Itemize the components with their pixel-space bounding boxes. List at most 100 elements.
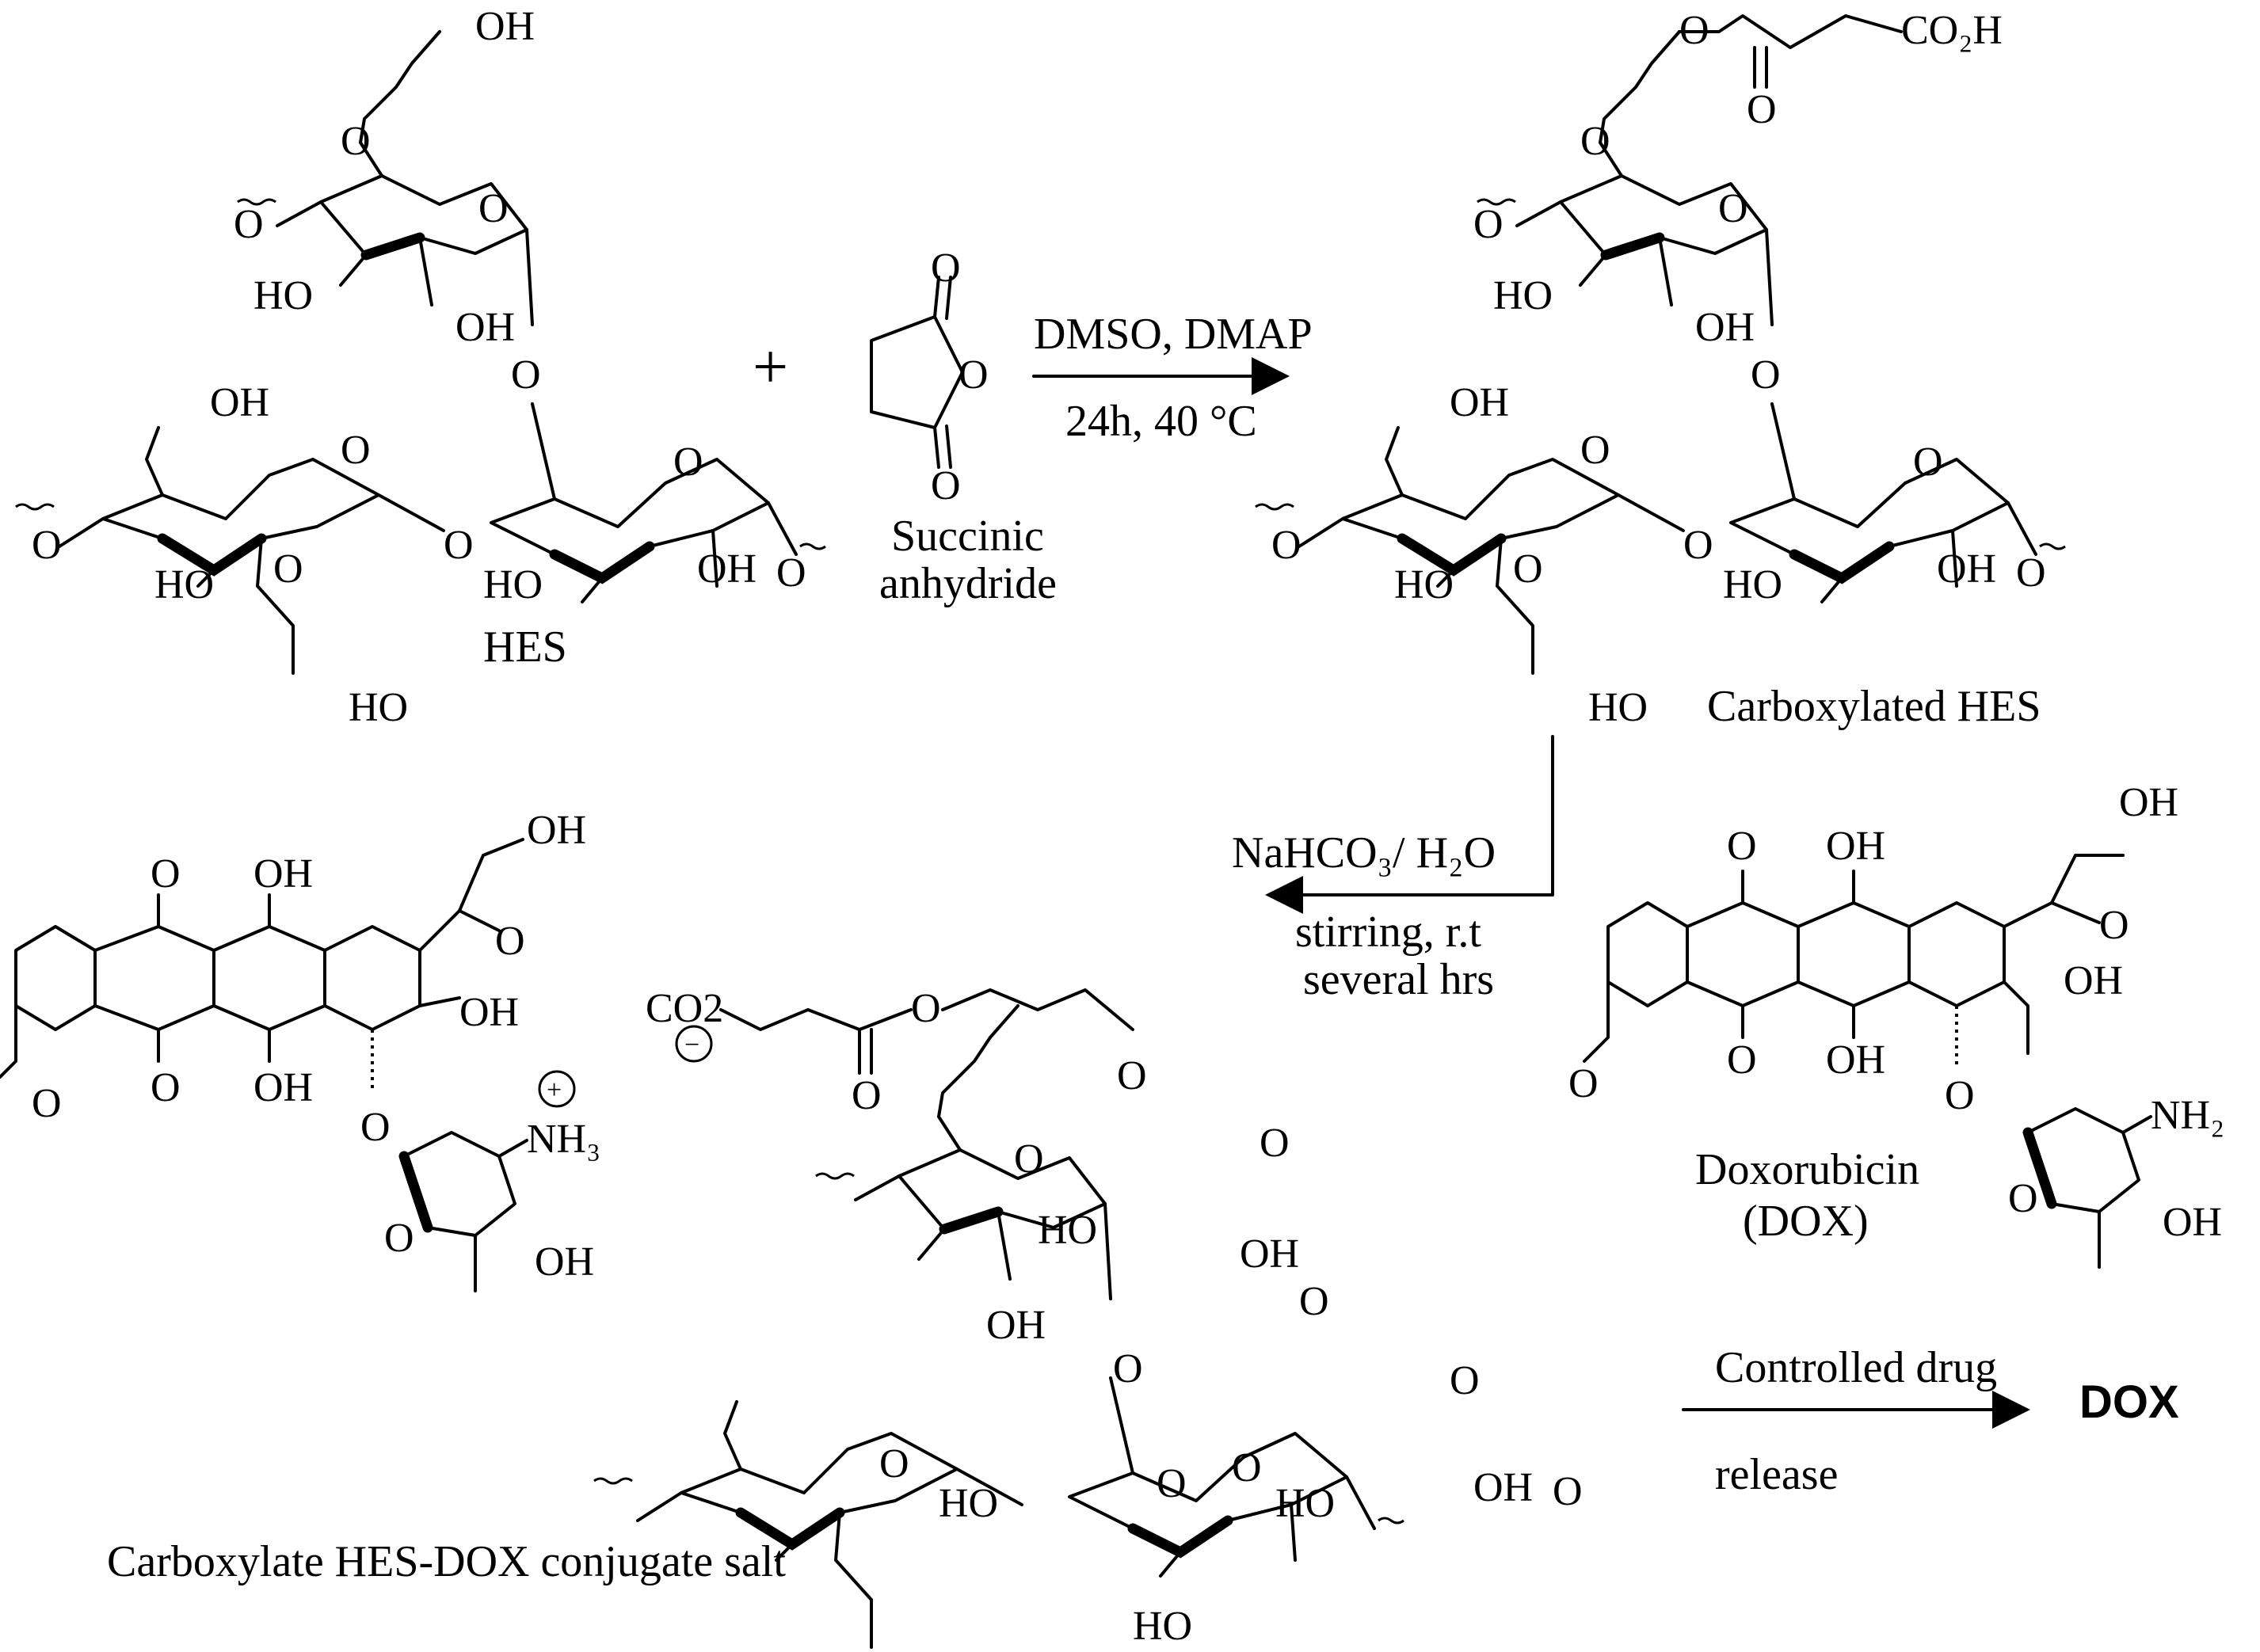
- chb-ring-o-br: O: [1913, 440, 1943, 485]
- conj-o-glycosidic: O: [1299, 1279, 1329, 1324]
- hes-ho-4: HO: [154, 562, 214, 607]
- hes-oh-6: OH: [697, 546, 757, 592]
- dox-oh-4: OH: [2163, 1200, 2222, 1245]
- chb-o-link: O: [1580, 119, 1610, 164]
- conj-ho-1: HO: [1038, 1208, 1097, 1253]
- conj-ho-7: HO: [1133, 1604, 1192, 1649]
- dox-released-label: DOX: [2079, 1376, 2179, 1428]
- hes-o-chain-left: O: [32, 523, 62, 568]
- salt-positive-charge: +: [547, 1075, 562, 1105]
- succinic-label-2: anhydride: [879, 559, 1057, 608]
- dox-oh-2: OH: [2064, 958, 2123, 1003]
- hes-o-glycosidic: O: [511, 352, 541, 398]
- hes-ho-7: HO: [349, 685, 408, 730]
- conj-ring-o-bl: O: [1113, 1346, 1143, 1391]
- dox-o-1: O: [1727, 824, 1757, 869]
- hes-ring-o-top: O: [478, 186, 509, 231]
- succinyl-chain: [1678, 14, 1903, 49]
- dox-oh-1: OH: [1826, 824, 1885, 869]
- chb-o-bridge: O: [1683, 523, 1713, 568]
- chb-ring-o-top: O: [1718, 186, 1748, 231]
- hes-ring-o-bl: O: [341, 428, 371, 473]
- step3-conditions-1: Controlled drug: [1715, 1343, 1997, 1392]
- conj-negative-charge: −: [684, 1030, 699, 1060]
- hes-oh-3: OH: [210, 380, 269, 425]
- step1-conditions-1: DMSO, DMAP: [1034, 310, 1313, 359]
- salt-oh-2: OH: [459, 990, 519, 1035]
- step2-conditions-1: stirring, r.t: [1295, 908, 1481, 957]
- conj-oh-3: OH: [986, 1303, 1046, 1348]
- conj-co2: CO2: [646, 986, 723, 1031]
- carboxylate-succinyl-chain: [719, 1008, 913, 1031]
- conj-o-ester: O: [911, 986, 941, 1031]
- step1-conditions-2: 24h, 40 °C: [1065, 397, 1257, 446]
- conj-o-chain-left: O: [879, 1441, 909, 1486]
- conj-ring-o-top: O: [1260, 1121, 1290, 1166]
- salt-positive-charge-circle: [538, 1070, 576, 1108]
- dox-salt-structure: [0, 838, 528, 1292]
- salt-nh3: NH₃: [527, 1117, 600, 1162]
- conj-o-link: O: [1117, 1053, 1147, 1098]
- chb-o-chain-left: O: [1271, 523, 1302, 568]
- hes-ring-o-br: O: [673, 440, 703, 485]
- plus-sign: +: [753, 333, 788, 402]
- chb-o-glycosidic: O: [1751, 352, 1781, 398]
- arrow-step2: [1265, 735, 1554, 914]
- hes-oh-top: OH: [475, 4, 535, 49]
- dox-o-methoxy: O: [1568, 1061, 1599, 1106]
- chb-o-carbonyl: O: [1747, 87, 1777, 132]
- salt-oh-1: OH: [253, 851, 313, 896]
- step2-reagent: NaHCO₃/ H₂O: [1232, 828, 1496, 877]
- conj-o-bridge: O: [1232, 1445, 1262, 1490]
- anhydride-o-top: O: [931, 246, 961, 291]
- conj-o-ethyl: O: [1157, 1461, 1187, 1506]
- succinic-anhydride-structure: [870, 276, 964, 469]
- salt-o-glycoside: O: [360, 1105, 391, 1150]
- salt-oh-side: OH: [527, 808, 586, 853]
- chb-oh-3: OH: [1450, 380, 1509, 425]
- doxorubicin-structure: [1583, 854, 2152, 1269]
- chb-o-ethyl: O: [1513, 546, 1543, 592]
- step2-conditions-2: several hrs: [1303, 955, 1494, 1004]
- dox-o-glycoside: O: [1945, 1073, 1975, 1118]
- conj-ring-o-br: O: [1450, 1358, 1480, 1403]
- chb-o-left: O: [1473, 202, 1503, 247]
- hes-o-bridge: O: [444, 523, 474, 568]
- chb-ring-o-bl: O: [1580, 428, 1610, 473]
- hes-label: HES: [483, 622, 567, 672]
- hes-o-link: O: [341, 119, 371, 164]
- hes-ho-1: HO: [253, 273, 313, 318]
- dox-nh2: NH₂: [2151, 1093, 2224, 1138]
- conj-oh-6: OH: [1473, 1465, 1533, 1510]
- conj-oh-2: OH: [1240, 1231, 1299, 1277]
- chb-oh-6: OH: [1937, 546, 1996, 592]
- hes-oh-2: OH: [455, 305, 515, 350]
- chb-o-ester: O: [1679, 8, 1709, 53]
- salt-oh-3: OH: [253, 1065, 313, 1110]
- conj-o-left: O: [1014, 1136, 1044, 1182]
- hes-o-left: O: [234, 202, 264, 247]
- chb-oh-2: OH: [1695, 305, 1755, 350]
- salt-o-keto: O: [495, 919, 525, 964]
- dox-oh-side: OH: [2119, 780, 2178, 825]
- hes-ho-5: HO: [483, 562, 543, 607]
- chb-ho-4: HO: [1394, 562, 1454, 607]
- salt-o-1: O: [151, 851, 181, 896]
- salt-oh-4: OH: [535, 1239, 594, 1285]
- doxorubicin-label-2: (DOX): [1743, 1197, 1869, 1246]
- salt-o-methoxy: O: [32, 1081, 62, 1126]
- conj-ho-4: HO: [939, 1481, 998, 1526]
- chb-ho-5: HO: [1723, 562, 1782, 607]
- conj-o-chain-right: O: [1553, 1469, 1583, 1514]
- chb-o-chain-right: O: [2016, 550, 2046, 596]
- dox-ring-o: O: [2008, 1176, 2038, 1221]
- anhydride-o-bottom: O: [931, 463, 961, 508]
- hes-o-chain-right: O: [776, 550, 806, 596]
- chb-ho-7: HO: [1588, 685, 1648, 730]
- salt-ring-o: O: [384, 1216, 414, 1261]
- dox-o-2: O: [1727, 1037, 1757, 1083]
- succinic-label-1: Succinic: [891, 512, 1044, 561]
- dox-o-keto: O: [2099, 903, 2129, 948]
- conj-negative-charge-circle: [675, 1025, 713, 1063]
